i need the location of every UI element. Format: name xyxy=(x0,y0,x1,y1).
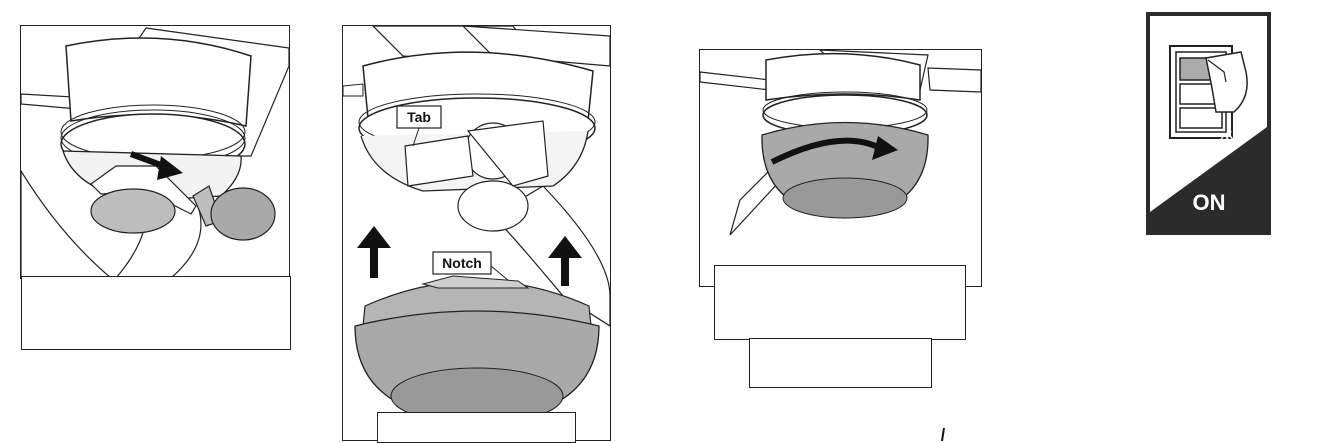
step2-caption-box xyxy=(377,412,576,443)
notch-label: Notch xyxy=(442,255,482,271)
stray-mark xyxy=(941,428,945,441)
turn-power-on-card: Turn Power ON xyxy=(1146,12,1271,235)
step3-caption-box-bottom xyxy=(749,338,932,388)
step3-illustration xyxy=(699,49,982,287)
power-instruction-line2: ON xyxy=(1193,190,1226,215)
step1-illustration xyxy=(20,25,290,279)
hand-icon xyxy=(1205,51,1248,113)
tab-label: Tab xyxy=(407,109,431,125)
step1-caption-box xyxy=(21,276,291,350)
step2-illustration: Tab Notch xyxy=(342,25,611,441)
step3-caption-box-top xyxy=(714,265,966,340)
